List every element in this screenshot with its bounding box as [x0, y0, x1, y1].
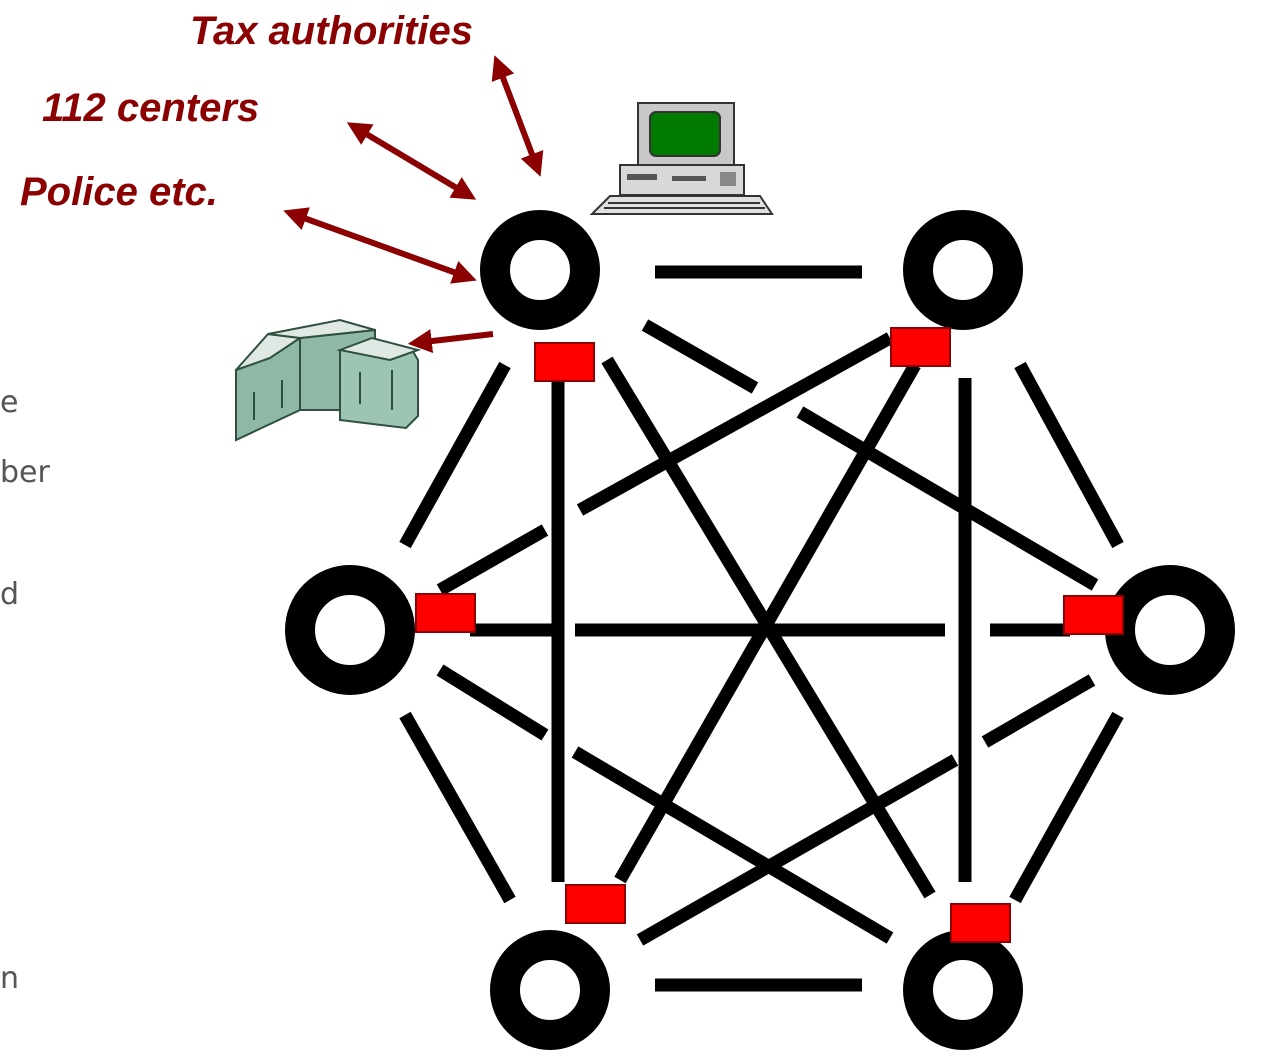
- mesh-links: [399, 265, 1124, 992]
- intercept-markers: [415, 327, 1124, 943]
- link-mr-bl-b: [636, 754, 959, 946]
- label-112-centers: 112 centers: [42, 86, 259, 130]
- marker-top-right: [890, 327, 951, 367]
- link-mr-br: [1009, 711, 1124, 904]
- arrow-tax: [491, 55, 544, 177]
- link-tr-mr: [1014, 361, 1124, 549]
- cropped-text-1: e: [0, 385, 18, 420]
- marker-bottom-right: [950, 903, 1011, 943]
- node-mid-left: [285, 565, 415, 695]
- label-police: Police etc.: [20, 170, 218, 214]
- node-mid-right: [1105, 565, 1235, 695]
- node-bottom-left: [490, 930, 610, 1050]
- link-tl-mr-b: [796, 406, 1099, 591]
- marker-bottom-left: [565, 884, 626, 924]
- arrow-storage: [407, 329, 494, 353]
- node-top-left: [480, 210, 600, 330]
- cropped-text-4: n: [0, 961, 19, 996]
- link-mr-bl-a: [981, 674, 1096, 748]
- node-top-right: [903, 210, 1023, 330]
- marker-top-left: [534, 342, 595, 382]
- desktop-computer-icon: [589, 102, 774, 215]
- building-complex-icon: [235, 318, 422, 442]
- link-tl-ml: [399, 361, 511, 549]
- link-ml-br-a: [436, 664, 549, 741]
- link-ml-br-b: [571, 746, 894, 944]
- cropped-text-2: ber: [0, 455, 51, 490]
- access-arrows: [283, 55, 544, 353]
- link-tl-mr-a: [641, 319, 759, 394]
- link-ml-bl: [399, 711, 516, 904]
- label-tax-authorities: Tax authorities: [190, 9, 473, 53]
- cropped-text-3: d: [0, 577, 19, 612]
- network-nodes: [285, 210, 1235, 1050]
- marker-mid-right: [1063, 595, 1124, 635]
- arrow-police: [283, 207, 477, 284]
- node-bottom-right: [903, 930, 1023, 1050]
- arrow-112: [346, 122, 477, 200]
- link-tr-ml-b: [436, 524, 549, 596]
- marker-mid-left: [415, 593, 476, 633]
- link-tr-ml-a: [576, 332, 894, 516]
